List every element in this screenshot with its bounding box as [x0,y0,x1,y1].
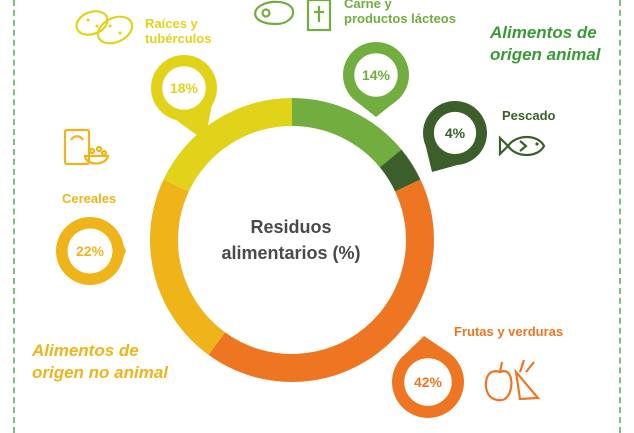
category-label-meat-line1: Carne y [344,0,392,11]
fish-icon [498,135,546,157]
group-label-animal-line1: Alimentos de [490,23,597,42]
category-label-meat-line2: productos lácteos [344,11,456,26]
center-label: Residuos alimentarios (%) [212,214,370,266]
category-label-roots-line2: tubérculos [145,31,212,46]
value-pin-frutas-y-verduras: 42% [392,336,464,418]
group-label-animal: Alimentos de origen animal [490,22,601,66]
center-label-line1: Residuos [250,217,332,237]
category-label-fish: Pescado [502,108,556,123]
steak-icon [254,0,295,26]
fruit-vegetable-icon [484,359,541,402]
category-label-fruits: Frutas y verduras [454,324,564,339]
pin-center [354,53,398,97]
donut-segment-raices-y-tuberculos [163,97,292,192]
pin-center [67,228,113,274]
center-label-line2: alimentarios (%) [221,243,361,263]
donut-segment-carne-y-productos-lacteos [292,98,402,168]
value-label-carne-y-productos-lacteos: 14% [362,67,391,83]
value-label-cereales: 22% [76,243,105,259]
donut-segment-cereales [150,179,225,355]
category-label-roots: Raíces y tubérculos [145,16,211,46]
pin-center [404,358,452,406]
donut-segment-frutas-y-verduras [208,179,434,382]
pin-center [433,111,477,155]
dashed-border-right [619,0,621,433]
group-label-non-animal-line2: origen no animal [32,363,169,382]
value-label-pescado: 4% [445,125,466,141]
milk-carton-icon [306,0,332,32]
category-label-roots-line1: Raíces y [145,16,198,31]
group-label-non-animal: Alimentos de origen no animal [32,340,168,384]
dashed-border-left [13,0,15,433]
donut-segments [150,97,434,382]
potato-icon [75,10,134,45]
value-pin-raices-y-tuberculos: 18% [151,55,217,141]
value-label-frutas-y-verduras: 42% [414,374,443,390]
cereal-box-icon [63,128,110,166]
donut-segment-pescado [379,149,421,192]
value-label-raices-y-tuberculos: 18% [170,80,199,96]
group-label-animal-line2: origen animal [490,45,601,64]
value-pin-carne-y-productos-lacteos: 14% [343,42,409,117]
value-pins: 14% 4% 42% 22% 18% [56,42,487,418]
value-pin-pescado: 4% [423,101,487,172]
value-pin-cereales: 22% [56,217,126,285]
category-label-meat-dairy: Carne y productos lácteos [344,0,456,26]
group-label-non-animal-line1: Alimentos de [32,341,139,360]
pin-center [162,66,206,110]
category-label-cereals: Cereales [62,191,117,206]
